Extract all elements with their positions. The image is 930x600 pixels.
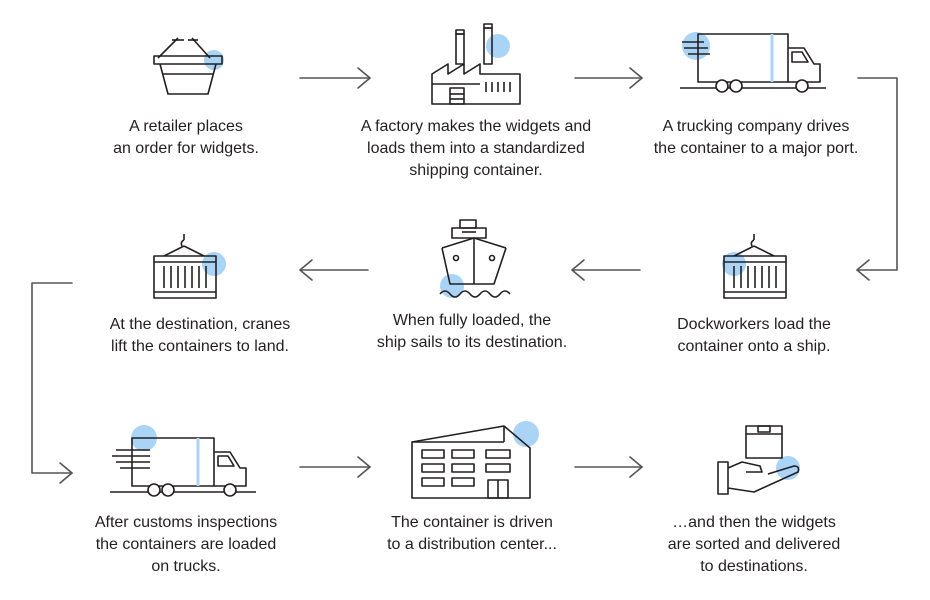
step-7-line-1: After customs inspections <box>94 514 278 531</box>
hand-box-icon <box>717 425 800 495</box>
step-1-line-1: A retailer places <box>129 118 243 135</box>
arrow-right-7-to-8 <box>299 456 371 478</box>
step-8-line-2: to a distribution center... <box>387 536 557 553</box>
ship-icon <box>439 219 511 298</box>
step-5-line-2: ship sails to its destination. <box>376 334 568 351</box>
step-2-line-2: loads them into a standardized <box>367 140 585 157</box>
arrow-right-2-to-3 <box>574 67 643 89</box>
step-3-line-2: the container to a major port. <box>653 140 859 157</box>
step-7-line-3: on trucks. <box>151 558 221 575</box>
truck-icon <box>110 425 256 497</box>
factory-icon <box>431 23 521 105</box>
step-1-line-2: an order for widgets. <box>113 140 259 157</box>
truck-icon <box>680 32 826 93</box>
step-2-line-3: shipping container. <box>409 162 543 179</box>
step-9-line-1: …and then the widgets <box>672 514 836 531</box>
step-4-line-2: container onto a ship. <box>677 338 831 355</box>
step-2-line-1: A factory makes the widgets and <box>360 118 592 135</box>
arrow-right-1-to-2 <box>299 67 371 89</box>
step-8-line-1: The container is driven <box>391 514 553 531</box>
step-9-line-2: are sorted and delivered <box>667 536 841 553</box>
arrow-left-5-to-6 <box>299 259 369 281</box>
crane-container-icon <box>722 234 787 299</box>
connector-left-elbow <box>31 282 73 484</box>
arrow-left-4-to-5 <box>571 259 641 281</box>
step-4-line-1: Dockworkers load the <box>677 316 831 333</box>
warehouse-icon <box>411 421 539 499</box>
step-9-line-3: to destinations. <box>700 558 808 575</box>
step-7-line-2: the containers are loaded <box>95 536 277 553</box>
step-6-line-1: At the destination, cranes <box>109 316 291 333</box>
basket-icon <box>153 37 224 95</box>
step-6-line-2: lift the containers to land. <box>111 338 289 355</box>
step-5-line-1: When fully loaded, the <box>392 312 552 329</box>
arrow-right-8-to-9 <box>574 456 643 478</box>
crane-container-icon <box>153 234 226 299</box>
step-3-line-1: A trucking company drives <box>662 118 850 135</box>
connector-right-elbow <box>856 77 898 281</box>
